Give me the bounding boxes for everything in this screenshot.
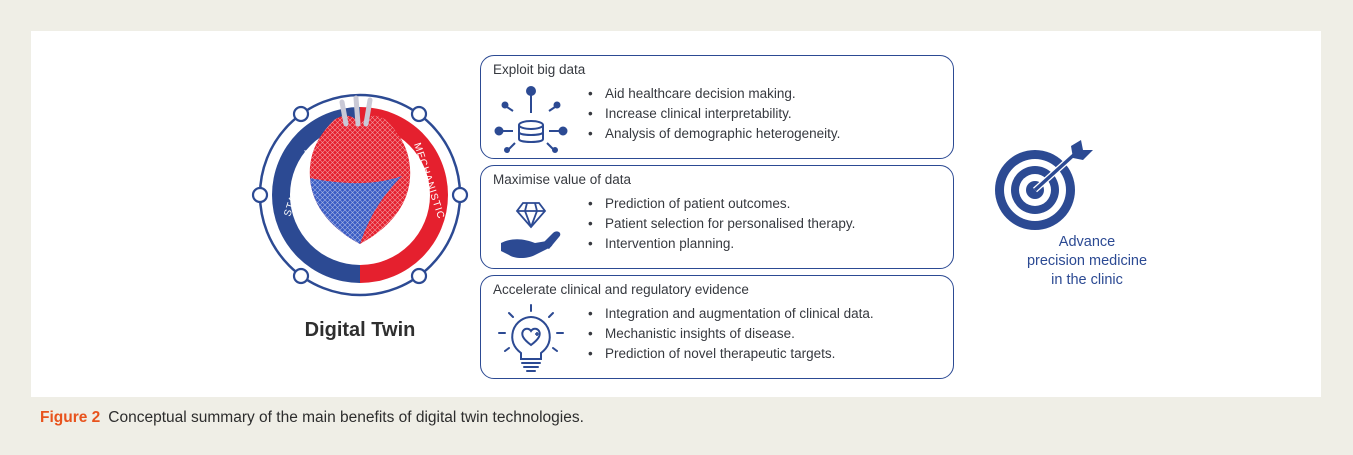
diamond-hand-icon bbox=[501, 202, 561, 258]
bullet-item: Analysis of demographic heterogeneity. bbox=[588, 124, 840, 144]
goal-line: precision medicine bbox=[1026, 253, 1148, 269]
box-title: Exploit big data bbox=[493, 62, 586, 77]
box-title: Maximise value of data bbox=[493, 172, 632, 187]
digital-twin-graphic: STATISTICAL MECHANISTIC bbox=[251, 93, 469, 297]
figure-label: Figure 2 bbox=[40, 409, 101, 426]
ring-node bbox=[251, 186, 269, 204]
box-title: Accelerate clinical and regulatory evide… bbox=[493, 282, 749, 297]
bullet-item: Prediction of patient outcomes. bbox=[588, 194, 855, 214]
ring-node bbox=[292, 267, 310, 285]
goal-text: Advance precision medicine in the clinic bbox=[1012, 233, 1162, 290]
heart-mesh-icon bbox=[309, 95, 411, 244]
bullet-item: Intervention planning. bbox=[588, 234, 855, 254]
benefit-box-exploit-big-data: Exploit big data Aid healthcare decision… bbox=[480, 55, 954, 159]
benefit-box-accelerate-evidence: Accelerate clinical and regulatory evide… bbox=[480, 275, 954, 379]
bullet-item: Patient selection for personalised thera… bbox=[588, 214, 855, 234]
figure-caption: Figure 2 Conceptual summary of the main b… bbox=[40, 409, 584, 427]
ring-nodes bbox=[251, 105, 469, 285]
ring-node bbox=[410, 267, 428, 285]
target-arrow-icon bbox=[995, 140, 1093, 230]
bullet-item: Aid healthcare decision making. bbox=[588, 84, 840, 104]
ring-node bbox=[410, 105, 428, 123]
bullet-list: Integration and augmentation of clinical… bbox=[588, 304, 874, 364]
bullet-list: Aid healthcare decision making. Increase… bbox=[588, 84, 840, 144]
bullet-item: Mechanistic insights of disease. bbox=[588, 324, 874, 344]
benefit-box-maximise-value: Maximise value of data Prediction of pat… bbox=[480, 165, 954, 269]
bullet-item: Integration and augmentation of clinical… bbox=[588, 304, 874, 324]
lightbulb-heart-icon bbox=[498, 304, 564, 372]
bullet-item: Prediction of novel therapeutic targets. bbox=[588, 344, 874, 364]
goal-line: Advance bbox=[1058, 234, 1116, 250]
ring-node bbox=[292, 105, 310, 123]
database-network-icon bbox=[494, 86, 568, 153]
caption-text: Conceptual summary of the main benefits … bbox=[108, 409, 584, 426]
goal-line: in the clinic bbox=[1051, 272, 1123, 288]
digital-twin-label: Digital Twin bbox=[304, 319, 416, 341]
bullet-list: Prediction of patient outcomes. Patient … bbox=[588, 194, 855, 254]
bullet-item: Increase clinical interpretability. bbox=[588, 104, 840, 124]
ring-node bbox=[451, 186, 469, 204]
